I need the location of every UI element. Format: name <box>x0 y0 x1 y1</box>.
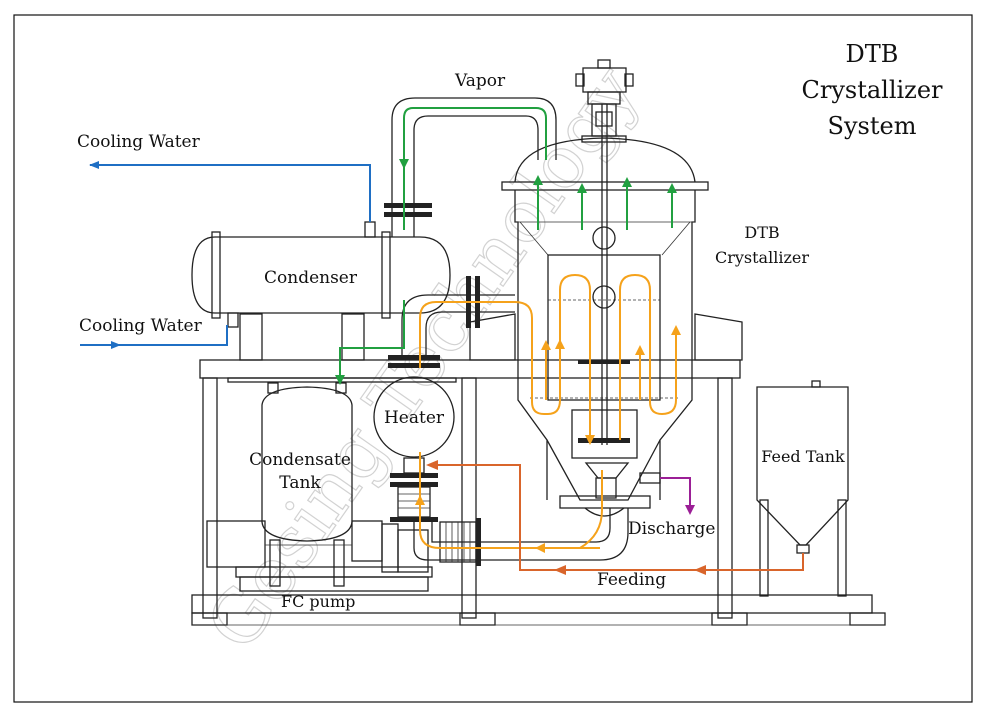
cooling-water-out-label: Cooling Water <box>77 132 201 152</box>
cooling-water-in-label: Cooling Water <box>79 316 203 336</box>
vapor-pipe <box>384 97 557 237</box>
heater-label: Heater <box>384 408 445 428</box>
fc-pump <box>206 520 433 592</box>
title-line-3: System <box>828 112 917 140</box>
diagram-border <box>13 14 973 703</box>
feeding-label: Feeding <box>597 570 666 590</box>
feed-tank-label: Feed Tank <box>761 447 845 466</box>
fc-pump-label: FC pump <box>281 592 355 611</box>
cooling-water-flow <box>80 161 371 349</box>
circulation-flow <box>415 273 681 553</box>
condensate-tank-label-2: Tank <box>279 473 321 493</box>
condensate-tank-label-1: Condensate <box>249 450 351 470</box>
vapor-flow <box>335 107 677 385</box>
dtb-crystallizer-label-2: Crystallizer <box>715 248 809 267</box>
condenser-label: Condenser <box>264 268 358 288</box>
feed-tank <box>756 380 849 597</box>
title-line-1: DTB <box>846 40 899 68</box>
discharge-flow <box>660 477 695 515</box>
dtb-crystallizer-label-1: DTB <box>744 223 779 242</box>
dtb-crystallizer <box>469 59 743 517</box>
vapor-label: Vapor <box>454 71 506 91</box>
feeding-flow <box>426 460 804 575</box>
discharge-label: Discharge <box>628 519 715 539</box>
title-line-2: Crystallizer <box>801 76 943 104</box>
